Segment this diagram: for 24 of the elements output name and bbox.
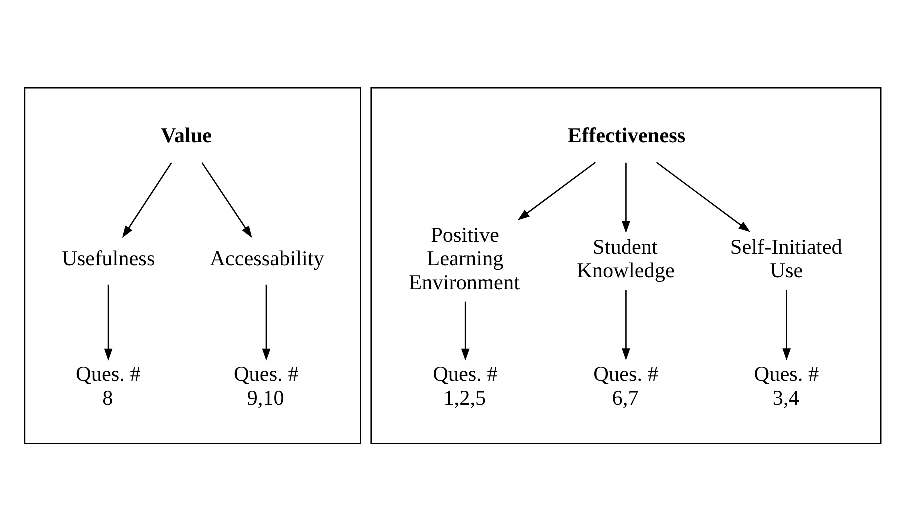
arrow (104, 284, 112, 360)
node-text: Ques. # 8 (76, 362, 140, 410)
node-text: Usefulness (62, 246, 155, 270)
arrow (201, 162, 252, 238)
node-text: Positive Learning Environment (408, 222, 520, 294)
arrow (262, 284, 270, 360)
arrow (656, 162, 750, 232)
node-text: Ques. # 3,4 (754, 362, 819, 410)
node-text: Value (160, 122, 212, 147)
cluster (24, 86, 361, 444)
node-text: Student Knowledge (576, 234, 674, 282)
node-text: Ques. # 1,2,5 (432, 362, 498, 410)
arrow (517, 162, 596, 220)
node-text: Ques. # 9,10 (233, 362, 298, 410)
node-text: Self-Initiated Use (730, 234, 842, 282)
cluster (370, 86, 882, 444)
arrow (622, 290, 630, 360)
arrow (122, 162, 172, 238)
node-text: Effectiveness (567, 122, 686, 147)
node-text: Accessability (210, 246, 324, 270)
arrow (782, 290, 791, 360)
arrow (460, 301, 470, 360)
node-text: Ques. # 6,7 (593, 362, 658, 410)
arrow (622, 162, 630, 233)
